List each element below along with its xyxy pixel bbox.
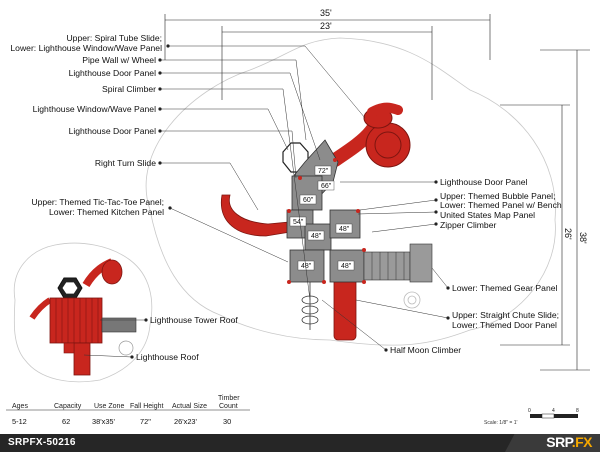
label-pipe-wall: Pipe Wall w/ Wheel — [82, 55, 156, 65]
spec-value-timber-count: 30 — [223, 417, 231, 426]
dimension-inner-depth: 26' — [563, 228, 573, 240]
spiral-climber-loops — [301, 282, 319, 330]
inset-use-zone-outline — [13, 242, 153, 383]
scale-tick-4: 4 — [552, 408, 555, 414]
spec-value-capacity: 62 — [62, 417, 70, 426]
right-turn-slide — [220, 194, 291, 237]
label-straight-chute: Upper: Straight Chute Slide; — [452, 310, 559, 320]
deck-height-66: 66" — [321, 183, 332, 190]
scale-text: Scale: 1/8" = 1' — [484, 420, 518, 426]
label-lighthouse-roof: Lighthouse Roof — [136, 352, 199, 362]
zipper-climber-steps — [363, 251, 411, 281]
spec-header-timber-line1: Timber — [218, 395, 240, 402]
spec-header-capacity: Capacity — [54, 403, 82, 410]
model-number: SRPFX-50216 — [8, 437, 76, 448]
deck-height-60: 60" — [303, 197, 314, 204]
inset-leader-lines — [83, 319, 146, 358]
label-kitchen-panel: Lower: Themed Kitchen Panel — [49, 207, 164, 217]
leader-lines-left — [160, 45, 366, 301]
brand-logo-main: SRP — [546, 434, 572, 450]
deck-height-48-a: 48" — [311, 233, 322, 240]
specs-headers: Ages Capacity Use Zone Fall Height Actua… — [12, 395, 240, 410]
leader-dots-right — [384, 180, 450, 352]
leader-dots-left — [158, 44, 172, 210]
support-posts — [287, 158, 366, 284]
deck-height-labels: 72" 66" 60" 54" 48" 48" 48" 48" — [289, 165, 355, 271]
dimension-lines — [164, 14, 590, 371]
gear-panel-block — [409, 243, 433, 283]
label-lighthouse-door-2: Lighthouse Door Panel — [69, 126, 157, 136]
half-moon-climber-shape — [403, 291, 421, 309]
dimension-overall-depth: 38' — [578, 232, 588, 244]
spec-header-actual-size: Actual Size — [172, 403, 207, 410]
label-lighthouse-door-3: Lighthouse Door Panel — [440, 177, 528, 187]
label-lighthouse-door-1: Lighthouse Door Panel — [69, 68, 157, 78]
label-panel-bench: Lower: Themed Panel w/ Bench — [440, 200, 562, 210]
label-lighthouse-window-wave: Lighthouse Window/Wave Panel — [33, 104, 156, 114]
spec-value-actual-size: 26'x23' — [174, 417, 198, 426]
spec-header-ages: Ages — [12, 403, 28, 410]
label-tic-tac-toe: Upper: Themed Tic-Tac-Toe Panel; — [31, 197, 164, 207]
label-spiral-tube-slide: Upper: Spiral Tube Slide; — [66, 33, 162, 43]
deck-height-48-d: 48" — [341, 263, 352, 270]
label-half-moon: Half Moon Climber — [390, 345, 461, 355]
scale-tick-0: 0 — [528, 408, 531, 414]
specs-values: 5-12 62 38'x35' 72" 26'x23' 30 — [12, 417, 231, 426]
spiral-tube-slide — [328, 102, 411, 168]
label-spiral-climber: Spiral Climber — [102, 84, 156, 94]
deck-height-48-b: 48" — [339, 226, 350, 233]
dimension-overall-width: 35' — [320, 8, 332, 18]
label-us-map: United States Map Panel — [440, 210, 535, 220]
brand-logo-accent: .FX — [571, 434, 593, 450]
spec-value-ages: 5-12 — [12, 417, 27, 426]
leader-lines-right — [321, 181, 449, 351]
deck-height-54: 54" — [293, 219, 304, 226]
scale-tick-8: 8 — [576, 408, 579, 414]
label-gear-panel: Lower: Themed Gear Panel — [452, 283, 558, 293]
label-bubble-panel: Upper: Themed Bubble Panel; — [440, 191, 555, 201]
deck-height-48-c: 48" — [301, 263, 312, 270]
label-lighthouse-window-wave-lower: Lower: Lighthouse Window/Wave Panel — [10, 43, 162, 53]
zipper-climber-rungs — [371, 252, 405, 280]
spec-header-use-zone: Use Zone — [94, 403, 124, 410]
footer-bar: SRPFX-50216 SRP.FX — [0, 434, 600, 452]
label-tower-roof: Lighthouse Tower Roof — [150, 315, 238, 325]
scale-bar: 0 4 8 — [528, 408, 579, 419]
label-right-turn-slide: Right Turn Slide — [95, 158, 156, 168]
inset-3d-illustration — [29, 258, 137, 376]
deck-height-72: 72" — [318, 168, 329, 175]
spec-header-timber-line2: Count — [219, 403, 238, 410]
straight-chute-slide — [333, 277, 357, 341]
spec-header-fall-height: Fall Height — [130, 403, 164, 410]
spec-value-use-zone: 38'x35' — [92, 417, 116, 426]
tower-deck — [291, 175, 323, 211]
inset-leader-dots — [130, 318, 148, 359]
use-zone-outline — [145, 37, 556, 346]
label-door-panel: Lower: Themed Door Panel — [452, 320, 557, 330]
label-zipper-climber: Zipper Climber — [440, 220, 496, 230]
dimension-inner-width: 23' — [320, 21, 332, 31]
footer-accent — [505, 434, 600, 452]
spec-value-fall-height: 72" — [140, 417, 151, 426]
brand-logo: SRP.FX — [546, 434, 592, 450]
